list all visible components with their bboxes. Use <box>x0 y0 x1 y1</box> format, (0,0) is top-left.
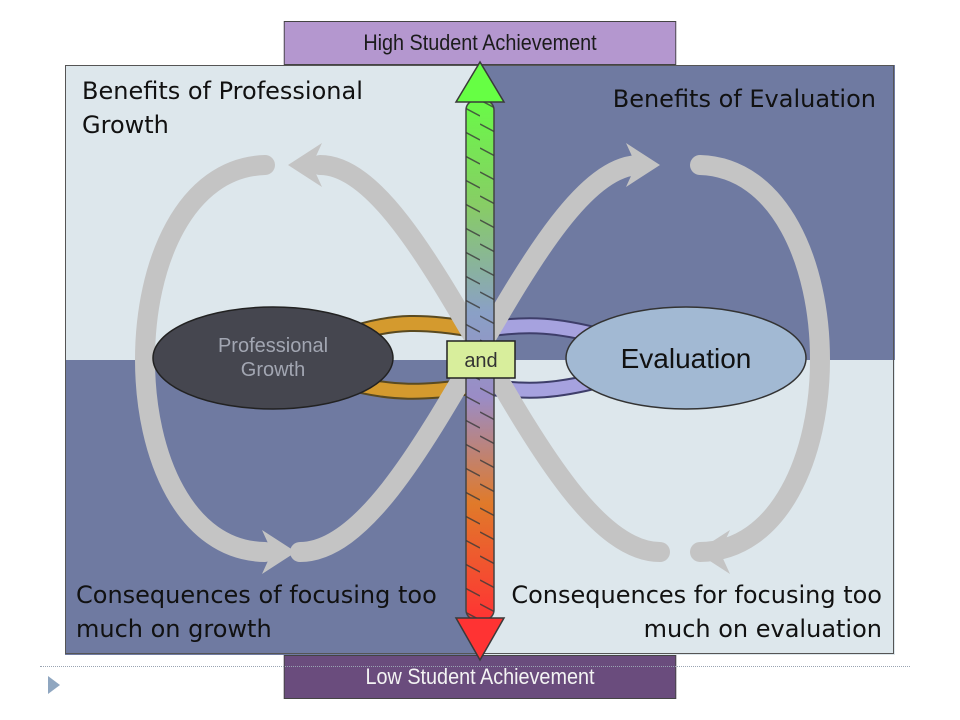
consequences-growth-label: Consequences of focusing too much on gro… <box>76 581 437 643</box>
growth-pole-line1: Professional <box>218 335 328 357</box>
arrowhead-top-left <box>288 143 322 187</box>
loop-arrowheads <box>262 143 730 574</box>
down-arrowhead <box>454 617 506 662</box>
low-achievement-banner: Low Student Achievement <box>283 655 677 699</box>
slide-divider <box>40 666 910 667</box>
consequences-evaluation-label: Consequences for focusing too much on ev… <box>511 581 882 643</box>
benefits-growth-label: Benefits of Professional Growth <box>82 77 363 139</box>
arrowhead-bottom-left <box>262 530 296 574</box>
up-arrowhead <box>454 60 506 103</box>
benefits-evaluation-label: Benefits of Evaluation <box>612 85 876 113</box>
arrowhead-bottom-right <box>696 530 730 574</box>
and-label: and <box>464 350 497 372</box>
high-achievement-banner: High Student Achievement <box>283 21 677 65</box>
evaluation-pole-label: Evaluation <box>621 343 752 374</box>
professional-growth-pole: Professional Growth <box>152 306 394 410</box>
slide-bullet-icon <box>48 676 60 694</box>
growth-pole-line2: Growth <box>241 359 305 381</box>
arrowhead-top-right <box>626 143 660 187</box>
and-connector: and <box>446 340 516 379</box>
evaluation-pole: Evaluation <box>565 306 807 410</box>
